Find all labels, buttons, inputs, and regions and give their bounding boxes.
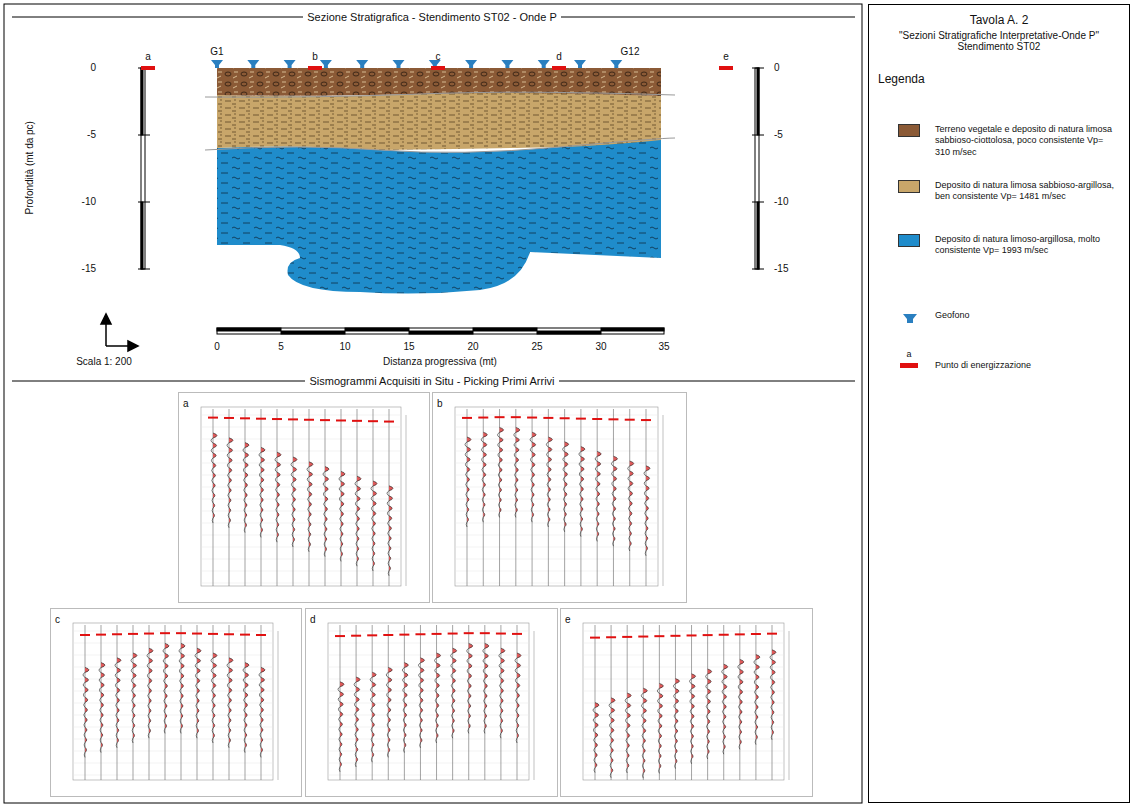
panel-letter: b bbox=[433, 396, 447, 411]
shot-label: a bbox=[145, 51, 151, 63]
distance-value: 35 bbox=[658, 341, 669, 353]
panel-letter: c bbox=[51, 612, 64, 627]
depth-value: -15 bbox=[82, 263, 96, 275]
geophone-label: G12 bbox=[621, 46, 640, 58]
seismogram-panel: e bbox=[560, 608, 813, 797]
legend-text: Deposito di natura limosa sabbioso-argil… bbox=[935, 180, 1115, 203]
legend-text: Punto di energizzazione bbox=[935, 360, 1115, 371]
distance-value: 0 bbox=[214, 341, 220, 353]
distance-value: 20 bbox=[467, 341, 478, 353]
shot-label: c bbox=[436, 51, 441, 63]
depth-value: -10 bbox=[82, 196, 96, 208]
shot-label: d bbox=[556, 51, 562, 63]
legend-symbol-label: a bbox=[906, 349, 911, 359]
seismogram-panel: a bbox=[178, 392, 430, 603]
section-title: Sezione Stratigrafica - Stendimento ST02… bbox=[303, 11, 560, 24]
section-heading: Sismogrammi Acquisiti in Situ - Picking … bbox=[305, 375, 558, 388]
seismogram-panel: c bbox=[50, 608, 302, 797]
seismogram-panel: b bbox=[432, 392, 687, 603]
depth-value: 0 bbox=[774, 62, 780, 74]
seismogram-panel: d bbox=[305, 608, 558, 797]
distance-value: 10 bbox=[339, 341, 350, 353]
seismogram-traces bbox=[179, 393, 431, 604]
depth-value: -5 bbox=[87, 129, 96, 141]
depth-value: 0 bbox=[90, 62, 96, 74]
depth-value: -15 bbox=[774, 263, 788, 275]
legend-swatch bbox=[898, 124, 920, 137]
depth-value: -5 bbox=[774, 129, 783, 141]
legend-swatch bbox=[898, 234, 920, 247]
legend-text: Geofono bbox=[935, 310, 1115, 321]
axis-title: Distanza progressiva (mt) bbox=[383, 356, 497, 368]
geophone-label: G1 bbox=[210, 46, 223, 58]
shot-label: e bbox=[723, 51, 729, 63]
seismogram-traces bbox=[433, 393, 688, 604]
distance-value: 25 bbox=[531, 341, 542, 353]
legend-text: Terreno vegetale e deposito di natura li… bbox=[935, 124, 1115, 158]
seismogram-traces bbox=[306, 609, 559, 798]
scale-label: Scala 1: 200 bbox=[76, 356, 132, 368]
sheet-number: Tavola A. 2 bbox=[869, 13, 1129, 27]
panel-letter: a bbox=[179, 396, 193, 411]
distance-value: 5 bbox=[278, 341, 284, 353]
legend-swatch bbox=[898, 180, 920, 193]
seismogram-traces bbox=[51, 609, 303, 798]
distance-value: 30 bbox=[595, 341, 606, 353]
panel-letter: d bbox=[306, 612, 320, 627]
legend-heading: Legenda bbox=[878, 73, 925, 87]
distance-value: 15 bbox=[403, 341, 414, 353]
shot-label: b bbox=[312, 51, 318, 63]
sheet-title: "Sezioni Stratigrafiche Interpretative-O… bbox=[869, 30, 1129, 52]
depth-value: -10 bbox=[774, 196, 788, 208]
axis-title: Profondità (mt da pc) bbox=[24, 121, 36, 214]
panel-letter: e bbox=[561, 612, 575, 627]
legend-text: Deposito di natura limoso-argillosa, mol… bbox=[935, 234, 1115, 257]
seismogram-traces bbox=[561, 609, 814, 798]
